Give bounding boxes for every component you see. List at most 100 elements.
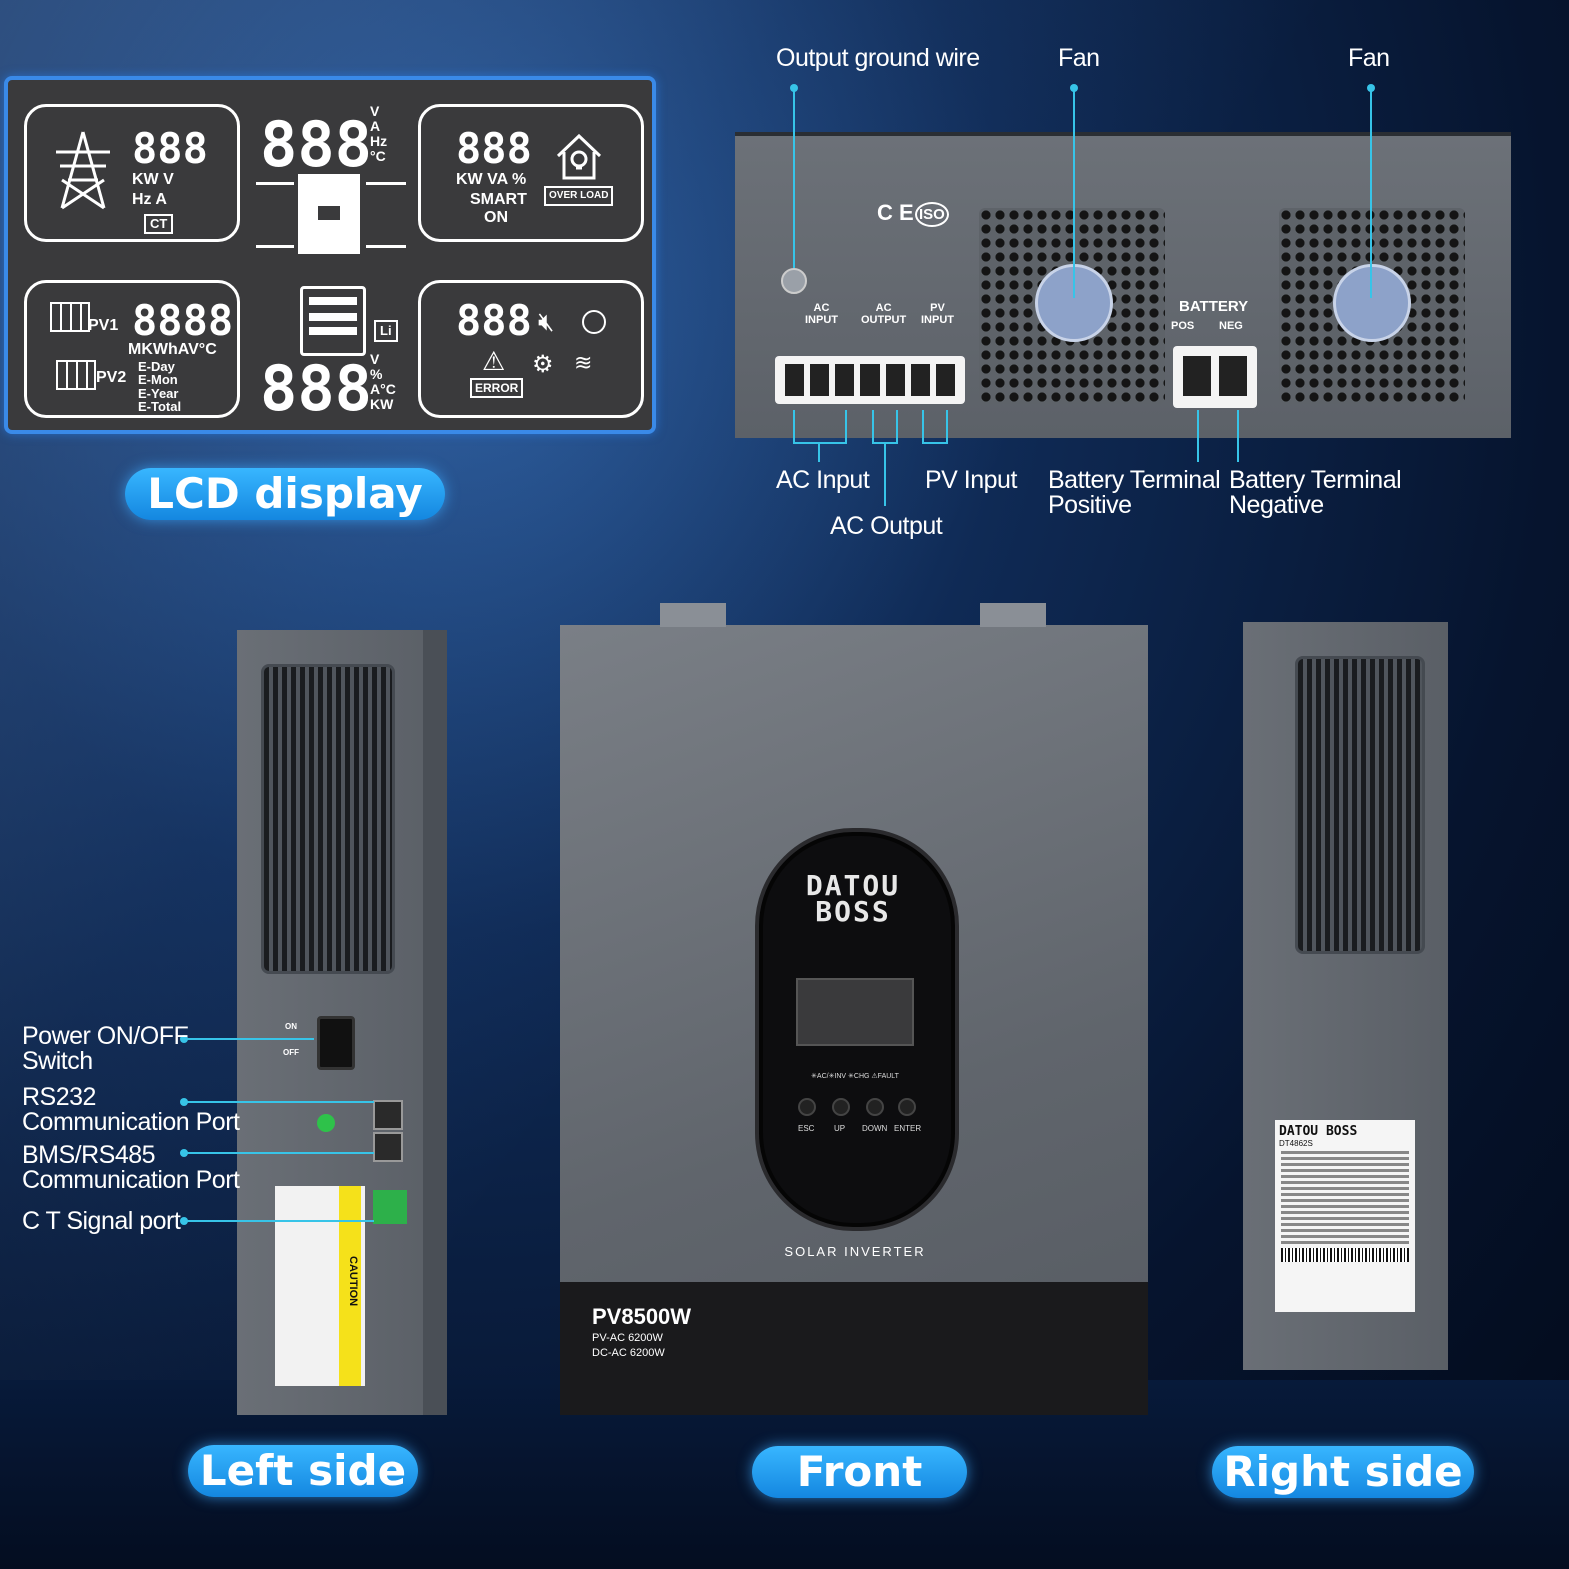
battery-label: BATTERY: [1179, 298, 1249, 315]
status-led: [317, 1114, 335, 1132]
up-label: UP: [834, 1124, 846, 1133]
lcd-grid-digits: 888: [132, 124, 208, 173]
up-button[interactable]: [832, 1098, 850, 1116]
ct-line: [184, 1220, 374, 1222]
inverter-icon: [298, 174, 360, 254]
lcd-main-bottom-digits: 888: [260, 352, 372, 425]
model-label: PV8500W: [592, 1304, 692, 1329]
terminal-block: [775, 356, 965, 404]
callout-ct-signal: C T Signal port: [22, 1207, 181, 1235]
lcd-load-digits: 888: [456, 124, 532, 173]
lcd-error-badge: ERROR: [470, 378, 524, 398]
lcd-overload-badge: OVER LOAD: [544, 186, 614, 206]
lcd-grid-units-1: KW V: [132, 171, 174, 188]
front-indicators: ✳AC/✳INV ✳CHG ⚠FAULT: [811, 1073, 899, 1080]
lcd-status-digits: 888: [456, 296, 532, 345]
lcd-e-mon: E-Mon: [138, 372, 178, 387]
callout-bms-1: BMS/RS485: [22, 1141, 156, 1169]
fan1-line: [1073, 88, 1075, 298]
barcode: [1281, 1248, 1409, 1262]
flow-arrows-right: [366, 182, 406, 248]
ce-mark: C E: [877, 200, 914, 225]
switch-off-label: OFF: [283, 1048, 299, 1057]
callout-fan-2: Fan: [1348, 44, 1390, 72]
ac-output-line-a: [872, 410, 874, 444]
lcd-ct-badge: CT: [144, 214, 174, 234]
lcd-status-frame: [418, 280, 644, 418]
enter-button[interactable]: [898, 1098, 916, 1116]
switch-on-label: ON: [285, 1022, 297, 1031]
lcd-smart-label: SMART: [470, 191, 527, 208]
lcd-grid-units-2: Hz A: [132, 191, 167, 208]
down-label: DOWN: [862, 1124, 888, 1133]
rear-ac-input-label: AC INPUT: [805, 302, 838, 326]
lcd-display-panel: 888 KW V Hz A CT 888 V A Hz °C Li 888 KW…: [4, 76, 656, 434]
fan-2-icon: [1333, 264, 1411, 342]
caution-text: CAUTION: [347, 1256, 359, 1307]
callout-rs232-1: RS232: [22, 1083, 96, 1111]
mount-bracket-left: [660, 603, 726, 627]
ground-screw-icon: [781, 268, 807, 294]
mount-bracket-right: [980, 603, 1046, 627]
left-side-unit: ON OFF CAUTION: [237, 630, 447, 1415]
callout-power-switch-1: Power ON/OFF: [22, 1022, 189, 1050]
power-switch[interactable]: [317, 1016, 355, 1070]
pv-input-line-b: [946, 410, 948, 444]
lcd-pv-units: MKWhAV°C: [128, 341, 217, 358]
transmission-tower-icon: [50, 130, 116, 215]
lcd-main-bottom-units: V % A°C KW: [370, 351, 396, 412]
left-vent: [261, 664, 395, 974]
lcd-load-units: KW VA %: [456, 171, 527, 188]
power-switch-line: [184, 1038, 314, 1040]
esc-label: ESC: [798, 1124, 815, 1133]
callout-ac-input: AC Input: [776, 466, 870, 494]
iso-mark: ISO: [915, 202, 949, 227]
spec-line-1: PV-AC 6200W: [592, 1332, 663, 1344]
mute-icon: 🔇︎: [538, 306, 555, 336]
bms-line: [184, 1152, 374, 1154]
callout-bms-2: Communication Port: [22, 1166, 240, 1194]
sticker-brand: DATOU BOSS: [1279, 1124, 1358, 1139]
lcd-pv-frame: [24, 280, 240, 418]
callout-power-switch-2: Switch: [22, 1047, 93, 1075]
callout-pv-input: PV Input: [925, 466, 1017, 494]
down-button[interactable]: [866, 1098, 884, 1116]
callout-fan-1: Fan: [1058, 44, 1100, 72]
lcd-main-top-digits: 888: [260, 108, 372, 181]
right-side-label: Right side: [1212, 1446, 1474, 1498]
spec-sticker: DATOU BOSS DT4862S: [1275, 1120, 1415, 1312]
solar-panel-icon: [50, 302, 90, 332]
callout-battery-positive-2: Positive: [1048, 491, 1132, 519]
lcd-display-label: LCD display: [125, 468, 445, 520]
callout-output-ground-wire: Output ground wire: [776, 44, 980, 72]
sticker-model-code: DT4862S: [1279, 1139, 1313, 1148]
esc-button[interactable]: [798, 1098, 816, 1116]
solar-inverter-label: SOLAR INVERTER: [784, 1244, 926, 1259]
front-label: Front: [752, 1446, 967, 1498]
ct-signal-port[interactable]: [373, 1190, 407, 1224]
ac-input-line-stem: [818, 442, 820, 462]
front-brand-line-2: BOSS: [815, 895, 891, 928]
pv-input-line-h: [922, 442, 948, 444]
ground-wire-line: [793, 88, 795, 268]
ac-input-line-h: [793, 442, 847, 444]
bms-rs485-port[interactable]: [373, 1132, 403, 1162]
spec-line-2: DC-AC 6200W: [592, 1347, 665, 1359]
rs232-port[interactable]: [373, 1100, 403, 1130]
enter-label: ENTER: [894, 1124, 922, 1133]
front-brand-line-1: DATOU: [805, 869, 901, 902]
pv-input-line-a: [922, 410, 924, 444]
gear-icon: ⚙: [532, 351, 554, 378]
battery-terminals: [1173, 346, 1257, 408]
lcd-li-badge: Li: [374, 320, 398, 342]
rear-panel: C E ISO AC INPUT AC OUTPUT PV INPUT BATT…: [735, 132, 1511, 438]
lcd-load-frame: [418, 104, 644, 242]
rear-pv-input-label: PV INPUT: [921, 302, 954, 326]
house-bulb-icon: [554, 132, 604, 187]
fan2-line: [1370, 88, 1372, 298]
lcd-pv-digits: 8888: [132, 296, 234, 345]
warning-icon: ⚠: [482, 346, 506, 376]
clock-icon: [582, 310, 606, 334]
battery-neg-label: NEG: [1219, 320, 1243, 332]
ac-output-line-b: [896, 410, 898, 444]
